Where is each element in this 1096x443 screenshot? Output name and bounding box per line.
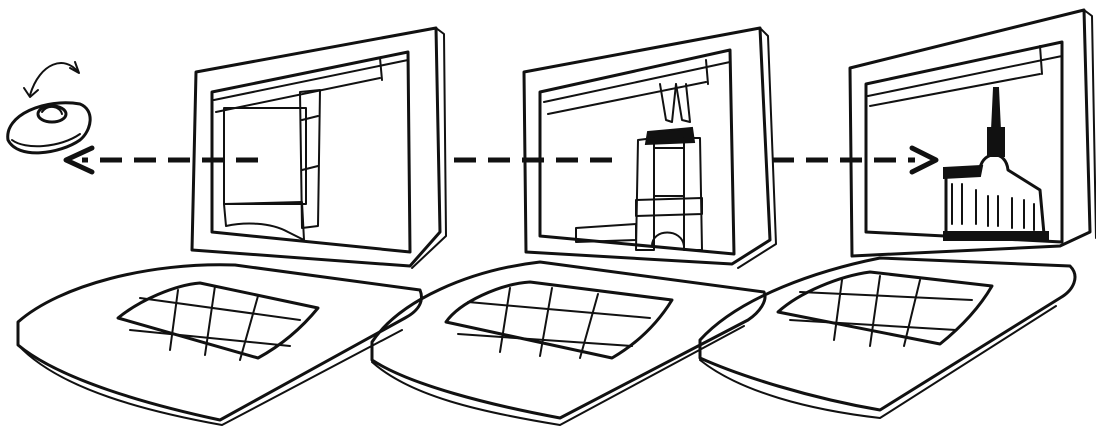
laptop-1-keyboard-grid (118, 283, 318, 360)
arrow-to-trackball (66, 148, 258, 172)
laptop-2-keyboard-grid (446, 282, 672, 358)
laptop-3-screen (866, 42, 1062, 242)
laptop-3-keyboard-grid (778, 272, 992, 346)
church-full-view (944, 88, 1048, 240)
zoomed-detail-view (224, 90, 320, 240)
laptop-1-lid (192, 28, 440, 266)
laptop-1-screen (212, 52, 410, 252)
trackball-mouse-icon (8, 62, 90, 153)
laptop-3-lid (850, 10, 1090, 256)
laptop-3 (700, 10, 1096, 418)
arrow-to-laptop-3 (772, 148, 936, 172)
tower-view (576, 84, 702, 250)
